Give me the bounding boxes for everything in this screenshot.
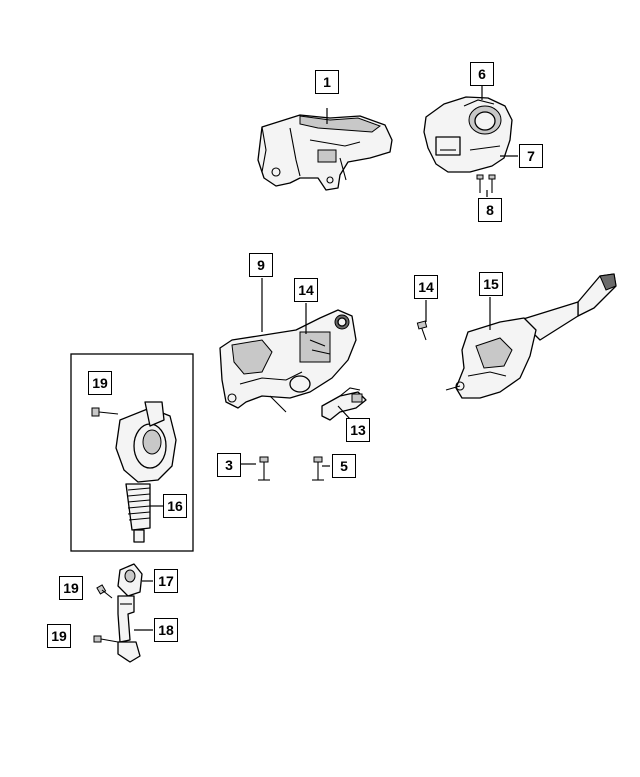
callout-5: 5 <box>332 454 356 478</box>
callout-19-inset: 19 <box>88 371 112 395</box>
callout-16: 16 <box>163 494 187 518</box>
part-19-bolt-a <box>91 407 119 417</box>
callout-19-mid: 19 <box>59 576 83 600</box>
part-18-lower-shaft <box>117 595 141 663</box>
callout-18: 18 <box>154 618 178 642</box>
callout-9: 9 <box>249 253 273 277</box>
inset-frame <box>70 353 194 552</box>
callout-15: 15 <box>479 272 503 296</box>
part-15-multifunction-switch <box>445 273 617 399</box>
part-19-bolt-b <box>96 584 113 599</box>
callout-3: 3 <box>217 453 241 477</box>
part-8-screws <box>476 174 496 193</box>
part-1-upper-shroud <box>257 114 393 191</box>
part-3-bolt <box>258 456 270 481</box>
callout-13: 13 <box>346 418 370 442</box>
part-19-bolt-c <box>93 635 119 643</box>
callout-7: 7 <box>519 144 543 168</box>
callout-1: 1 <box>315 70 339 94</box>
callout-6: 6 <box>470 62 494 86</box>
callout-14-right: 14 <box>414 275 438 299</box>
callout-14-left: 14 <box>294 278 318 302</box>
part-17-coupler <box>117 563 143 597</box>
callout-17: 17 <box>154 569 178 593</box>
callout-8: 8 <box>478 198 502 222</box>
part-13-connector <box>321 387 367 421</box>
callout-19-bottom: 19 <box>47 624 71 648</box>
part-16-intermediate-shaft <box>115 401 177 543</box>
part-6-7-lower-shroud <box>423 96 513 173</box>
part-9-column-assembly <box>219 309 357 413</box>
part-5-bolt <box>312 456 324 481</box>
leader-lines <box>134 86 518 631</box>
part-14-bolt <box>416 320 428 341</box>
